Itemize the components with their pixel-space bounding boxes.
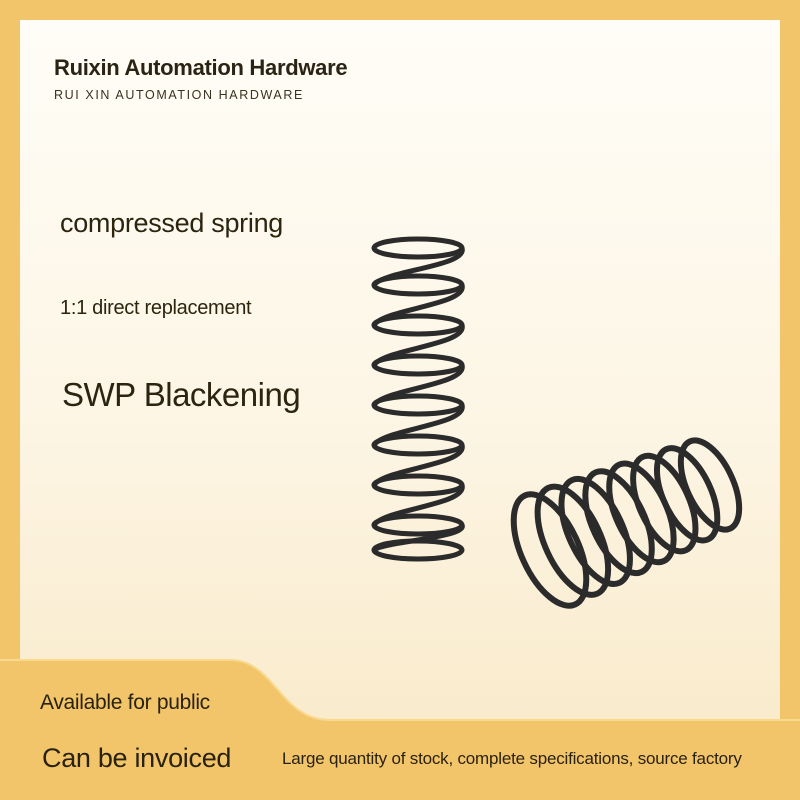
spring-coil [371,513,465,537]
spring-coil [371,313,465,337]
spring-coil [371,473,465,497]
spring-coil [534,483,612,598]
spring-coil [371,236,465,260]
spring-coil [677,437,743,533]
spring-coil [558,475,633,587]
spring-coil [653,445,721,544]
compression-spring-upright-icon [371,236,465,562]
spring-coil [371,433,465,457]
spring-coil [371,353,465,377]
compression-spring-lying-icon [510,437,743,609]
spring-coil [371,393,465,417]
spring-coil [371,273,465,297]
footer-band [0,659,800,800]
spring-coil [510,491,590,609]
brand-name-caps: RUI XIN AUTOMATION HARDWARE [54,88,304,102]
footer-public-text: Available for public [40,691,210,714]
footer-stock-text: Large quantity of stock, complete specif… [282,749,742,768]
replacement-text: 1:1 direct replacement [60,297,252,319]
banner-background [20,20,780,720]
spring-coil-link [371,522,465,553]
spring-coil [371,538,465,562]
product-title: compressed spring [60,208,284,238]
finish-text: SWP Blackening [62,376,301,413]
brand-name: Ruixin Automation Hardware [54,55,348,80]
footer-invoice-text: Can be invoiced [42,743,232,773]
